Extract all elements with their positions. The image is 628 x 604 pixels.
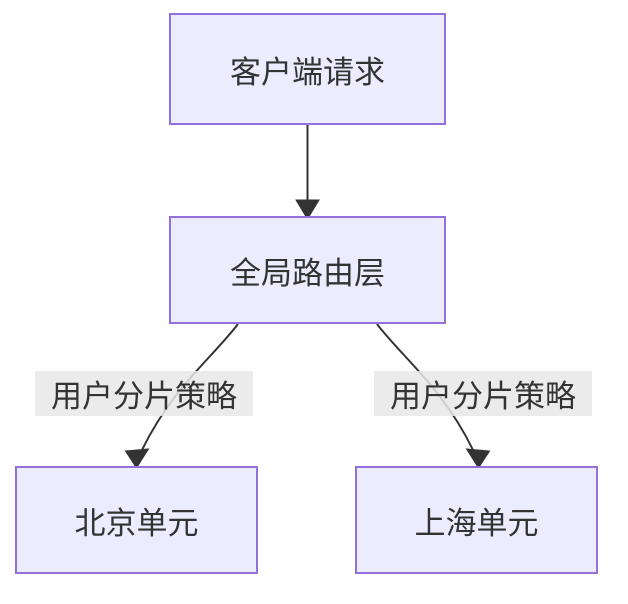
node-label: 全局路由层 (230, 255, 385, 291)
node-shanghai-unit: 上海单元 (355, 466, 598, 574)
arrowhead-client-to-global (295, 199, 320, 220)
edge-label-sharding-right: 用户分片策略 (374, 371, 592, 416)
edge-label-text: 用户分片策略 (51, 379, 237, 414)
node-label: 客户端请求 (230, 54, 385, 90)
node-beijing-unit: 北京单元 (15, 466, 258, 574)
node-client-request: 客户端请求 (169, 13, 446, 125)
edge-label-sharding-left: 用户分片策略 (35, 371, 253, 416)
node-label: 北京单元 (74, 505, 199, 541)
node-global-routing-layer: 全局路由层 (169, 216, 446, 324)
arrowhead-global-to-beijing (124, 448, 150, 469)
arrowhead-global-to-shanghai (465, 448, 491, 469)
edge-label-text: 用户分片策略 (390, 379, 576, 414)
node-label: 上海单元 (414, 505, 539, 541)
